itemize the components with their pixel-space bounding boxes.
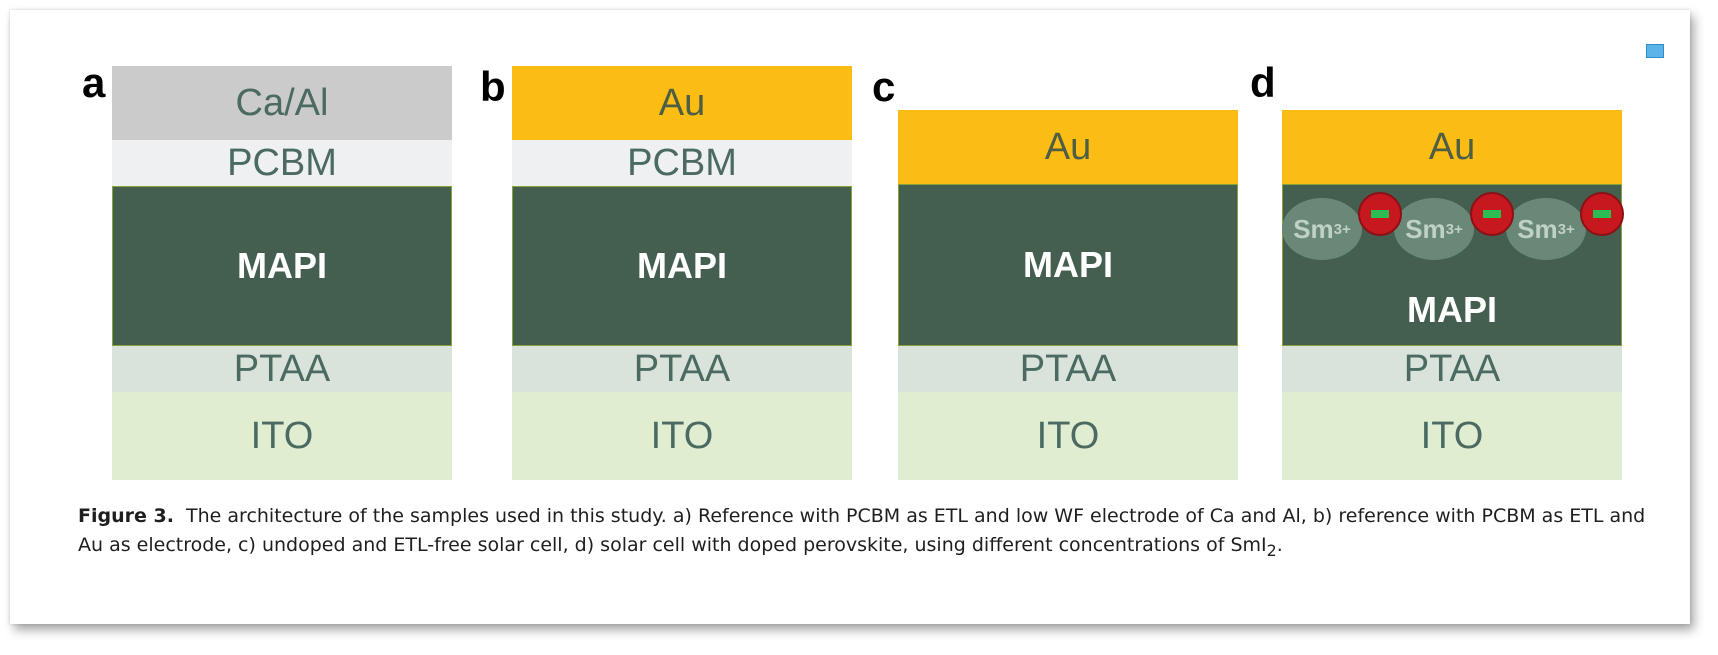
layer-ptaa: PTAA xyxy=(112,346,452,392)
panel-label-a: a xyxy=(82,59,106,106)
mapi-label: MAPI xyxy=(1407,289,1497,330)
corner-marker-icon xyxy=(1646,44,1664,58)
layer-ptaa: PTAA xyxy=(512,346,852,392)
negative-charge-icon xyxy=(1358,192,1402,236)
caption-text: The architecture of the samples used in … xyxy=(78,505,1646,556)
layer-mapi: MAPI xyxy=(512,186,852,346)
panel-label-d: d xyxy=(1250,59,1276,106)
sm-charge: 3+ xyxy=(1445,220,1463,238)
layer-ptaa: PTAA xyxy=(898,346,1238,392)
sm-label: Sm xyxy=(1517,213,1558,244)
sm-label: Sm xyxy=(1405,213,1446,244)
panel-c: Au MAPI PTAA ITO xyxy=(898,110,1238,480)
panel-label-c: c xyxy=(872,63,896,110)
layer-au: Au xyxy=(898,110,1238,184)
panel-b: Au PCBM MAPI PTAA ITO xyxy=(512,66,852,480)
caption-end: . xyxy=(1276,534,1283,556)
layer-au: Au xyxy=(1282,110,1622,184)
layer-ptaa: PTAA xyxy=(1282,346,1622,392)
sm-charge: 3+ xyxy=(1557,220,1575,238)
layer-pcbm: PCBM xyxy=(112,140,452,186)
layer-mapi: MAPI xyxy=(112,186,452,346)
layer-ca-al: Ca/Al xyxy=(112,66,452,140)
negative-charge-icon xyxy=(1470,192,1514,236)
panel-label-b: b xyxy=(480,63,506,110)
sm-charge: 3+ xyxy=(1333,220,1351,238)
layer-ito: ITO xyxy=(898,392,1238,480)
layer-ito: ITO xyxy=(1282,392,1622,480)
layer-ito: ITO xyxy=(512,392,852,480)
layer-mapi: MAPI xyxy=(898,184,1238,346)
layer-pcbm: PCBM xyxy=(512,140,852,186)
figure-label: Figure 3. xyxy=(78,505,174,527)
caption-subscript: 2 xyxy=(1266,540,1277,560)
panel-a: Ca/Al PCBM MAPI PTAA ITO xyxy=(112,66,452,480)
layer-ito: ITO xyxy=(112,392,452,480)
figure-caption: Figure 3. The architecture of the sample… xyxy=(78,502,1658,565)
negative-charge-icon xyxy=(1580,192,1624,236)
sm-label: Sm xyxy=(1293,213,1334,244)
layer-au: Au xyxy=(512,66,852,140)
